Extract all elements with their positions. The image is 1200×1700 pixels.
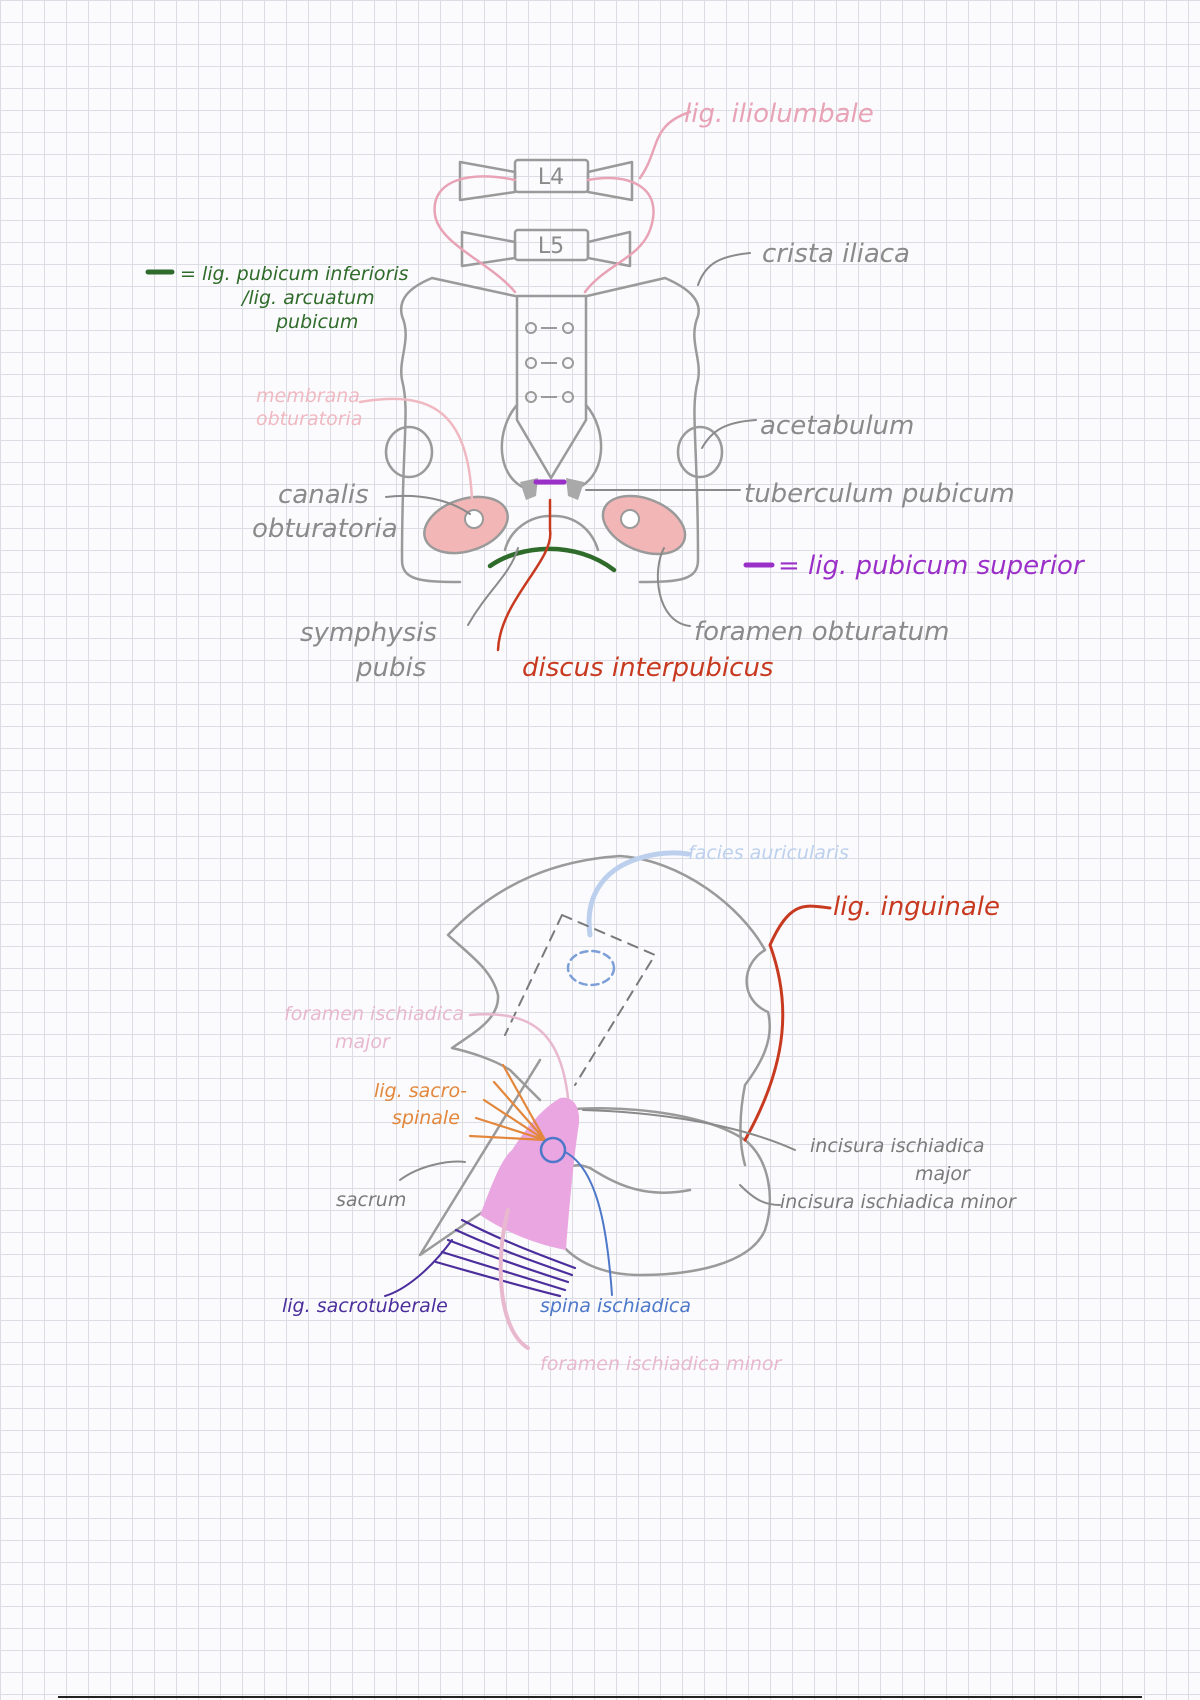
foramen-minor-leader (498, 1208, 530, 1350)
label-canalis-2: obturatoria (252, 514, 398, 544)
label-crista-iliaca: crista iliaca (762, 239, 910, 269)
sacral-foramina (525, 322, 574, 403)
pelvis-outline (399, 276, 700, 584)
acetabulum-leader (701, 419, 757, 449)
lig-sacrotuberale-fan (434, 1218, 577, 1298)
label-tuberculum-pubicum: tuberculum pubicum (744, 479, 1015, 509)
label-legend-superior: = lig. pubicum superior (778, 551, 1086, 581)
incisura-minor-leader (739, 1184, 781, 1206)
membrana-leader (358, 397, 474, 502)
sacrotuberale-leader (384, 1239, 453, 1297)
foramen-obturatum-leader (656, 547, 691, 627)
label-facies-auricularis: facies auricularis (688, 842, 849, 864)
label-foramen-obturatum: foramen obturatum (694, 617, 949, 647)
sacrum-leader (399, 1160, 466, 1181)
label-incisura-minor: incisura ischiadica minor (780, 1191, 1017, 1213)
foramen-obturatum-right (601, 494, 687, 556)
label-legend-inferior-1: = lig. pubicum inferioris (180, 263, 409, 285)
ischium-inner (559, 1164, 692, 1197)
lig-sacrospinale-fan (468, 1063, 547, 1142)
canalis-leader (385, 494, 471, 515)
pelvis-diagram: L4 L5 (145, 99, 1086, 683)
label-symphysis-2: pubis (355, 653, 426, 683)
spina-leader (564, 1151, 613, 1296)
label-symphysis-1: symphysis (300, 618, 437, 648)
spina-ischiadica-circle (539, 1136, 567, 1164)
facies-auricularis-line (586, 850, 691, 938)
label-lig-inguinale: lig. inguinale (833, 892, 1000, 922)
hip-bone-diagram: facies auricularis lig. inguinale forame… (282, 842, 1017, 1375)
label-spina-ischiadica: spina ischiadica (540, 1295, 691, 1317)
label-incisura-major-1: incisura ischiadica (810, 1135, 985, 1157)
incisura-major-leader (582, 1109, 796, 1151)
ilium-outline (446, 854, 767, 1102)
label-lig-sacrospinale-1: lig. sacro- (374, 1080, 467, 1102)
vertebra-l4: L4 (458, 158, 634, 202)
label-lig-iliolumbale: lig. iliolumbale (684, 99, 874, 129)
foramen-ischiadicum-fill (480, 1097, 580, 1250)
facies-auricularis-dashed (566, 949, 616, 987)
label-lig-sacrotuberale: lig. sacrotuberale (282, 1295, 448, 1317)
sacrum (515, 294, 588, 480)
label-discus-interpubicus: discus interpubicus (522, 653, 773, 683)
discus-interpubicus-line (496, 498, 552, 652)
label-foramen-major-1: foramen ischiadica (284, 1003, 464, 1025)
label-legend-inferior-3: pubicum (275, 311, 358, 333)
facies-leader (639, 851, 691, 859)
acetabulum-left (384, 425, 434, 479)
label-incisura-major-2: major (915, 1163, 971, 1185)
label-legend-inferior-2: /lig. arcuatum (240, 287, 375, 309)
crista-leader (697, 252, 751, 286)
canalis-obturatorius-right (620, 509, 640, 529)
foramen-major-leader (468, 1013, 570, 1100)
label-membrana-1: membrana (256, 385, 360, 407)
lig-iliolumbale-line (433, 110, 692, 294)
acetabulum-right (676, 425, 724, 479)
vertebra-l5-label: L5 (538, 234, 564, 259)
label-foramen-major-2: major (335, 1031, 391, 1053)
label-sacrum: sacrum (336, 1189, 406, 1211)
vertebra-l4-label: L4 (538, 165, 564, 190)
label-canalis-1: canalis (278, 480, 369, 510)
label-lig-sacrospinale-2: spinale (392, 1107, 460, 1129)
ischium-outline (560, 1107, 771, 1277)
sacrum-dashed-outline (504, 914, 656, 1086)
lig-pubicum-inferius (487, 546, 617, 573)
vertebra-l5: L5 (460, 228, 632, 268)
pubic-arch (503, 514, 600, 552)
label-acetabulum: acetabulum (760, 411, 914, 441)
label-foramen-minor: foramen ischiadica minor (540, 1353, 783, 1375)
lig-inguinale-line (743, 904, 832, 1142)
ilium-right-edge (739, 948, 771, 1167)
symphysis-leader (467, 547, 519, 626)
label-membrana-2: obturatoria (256, 408, 362, 430)
